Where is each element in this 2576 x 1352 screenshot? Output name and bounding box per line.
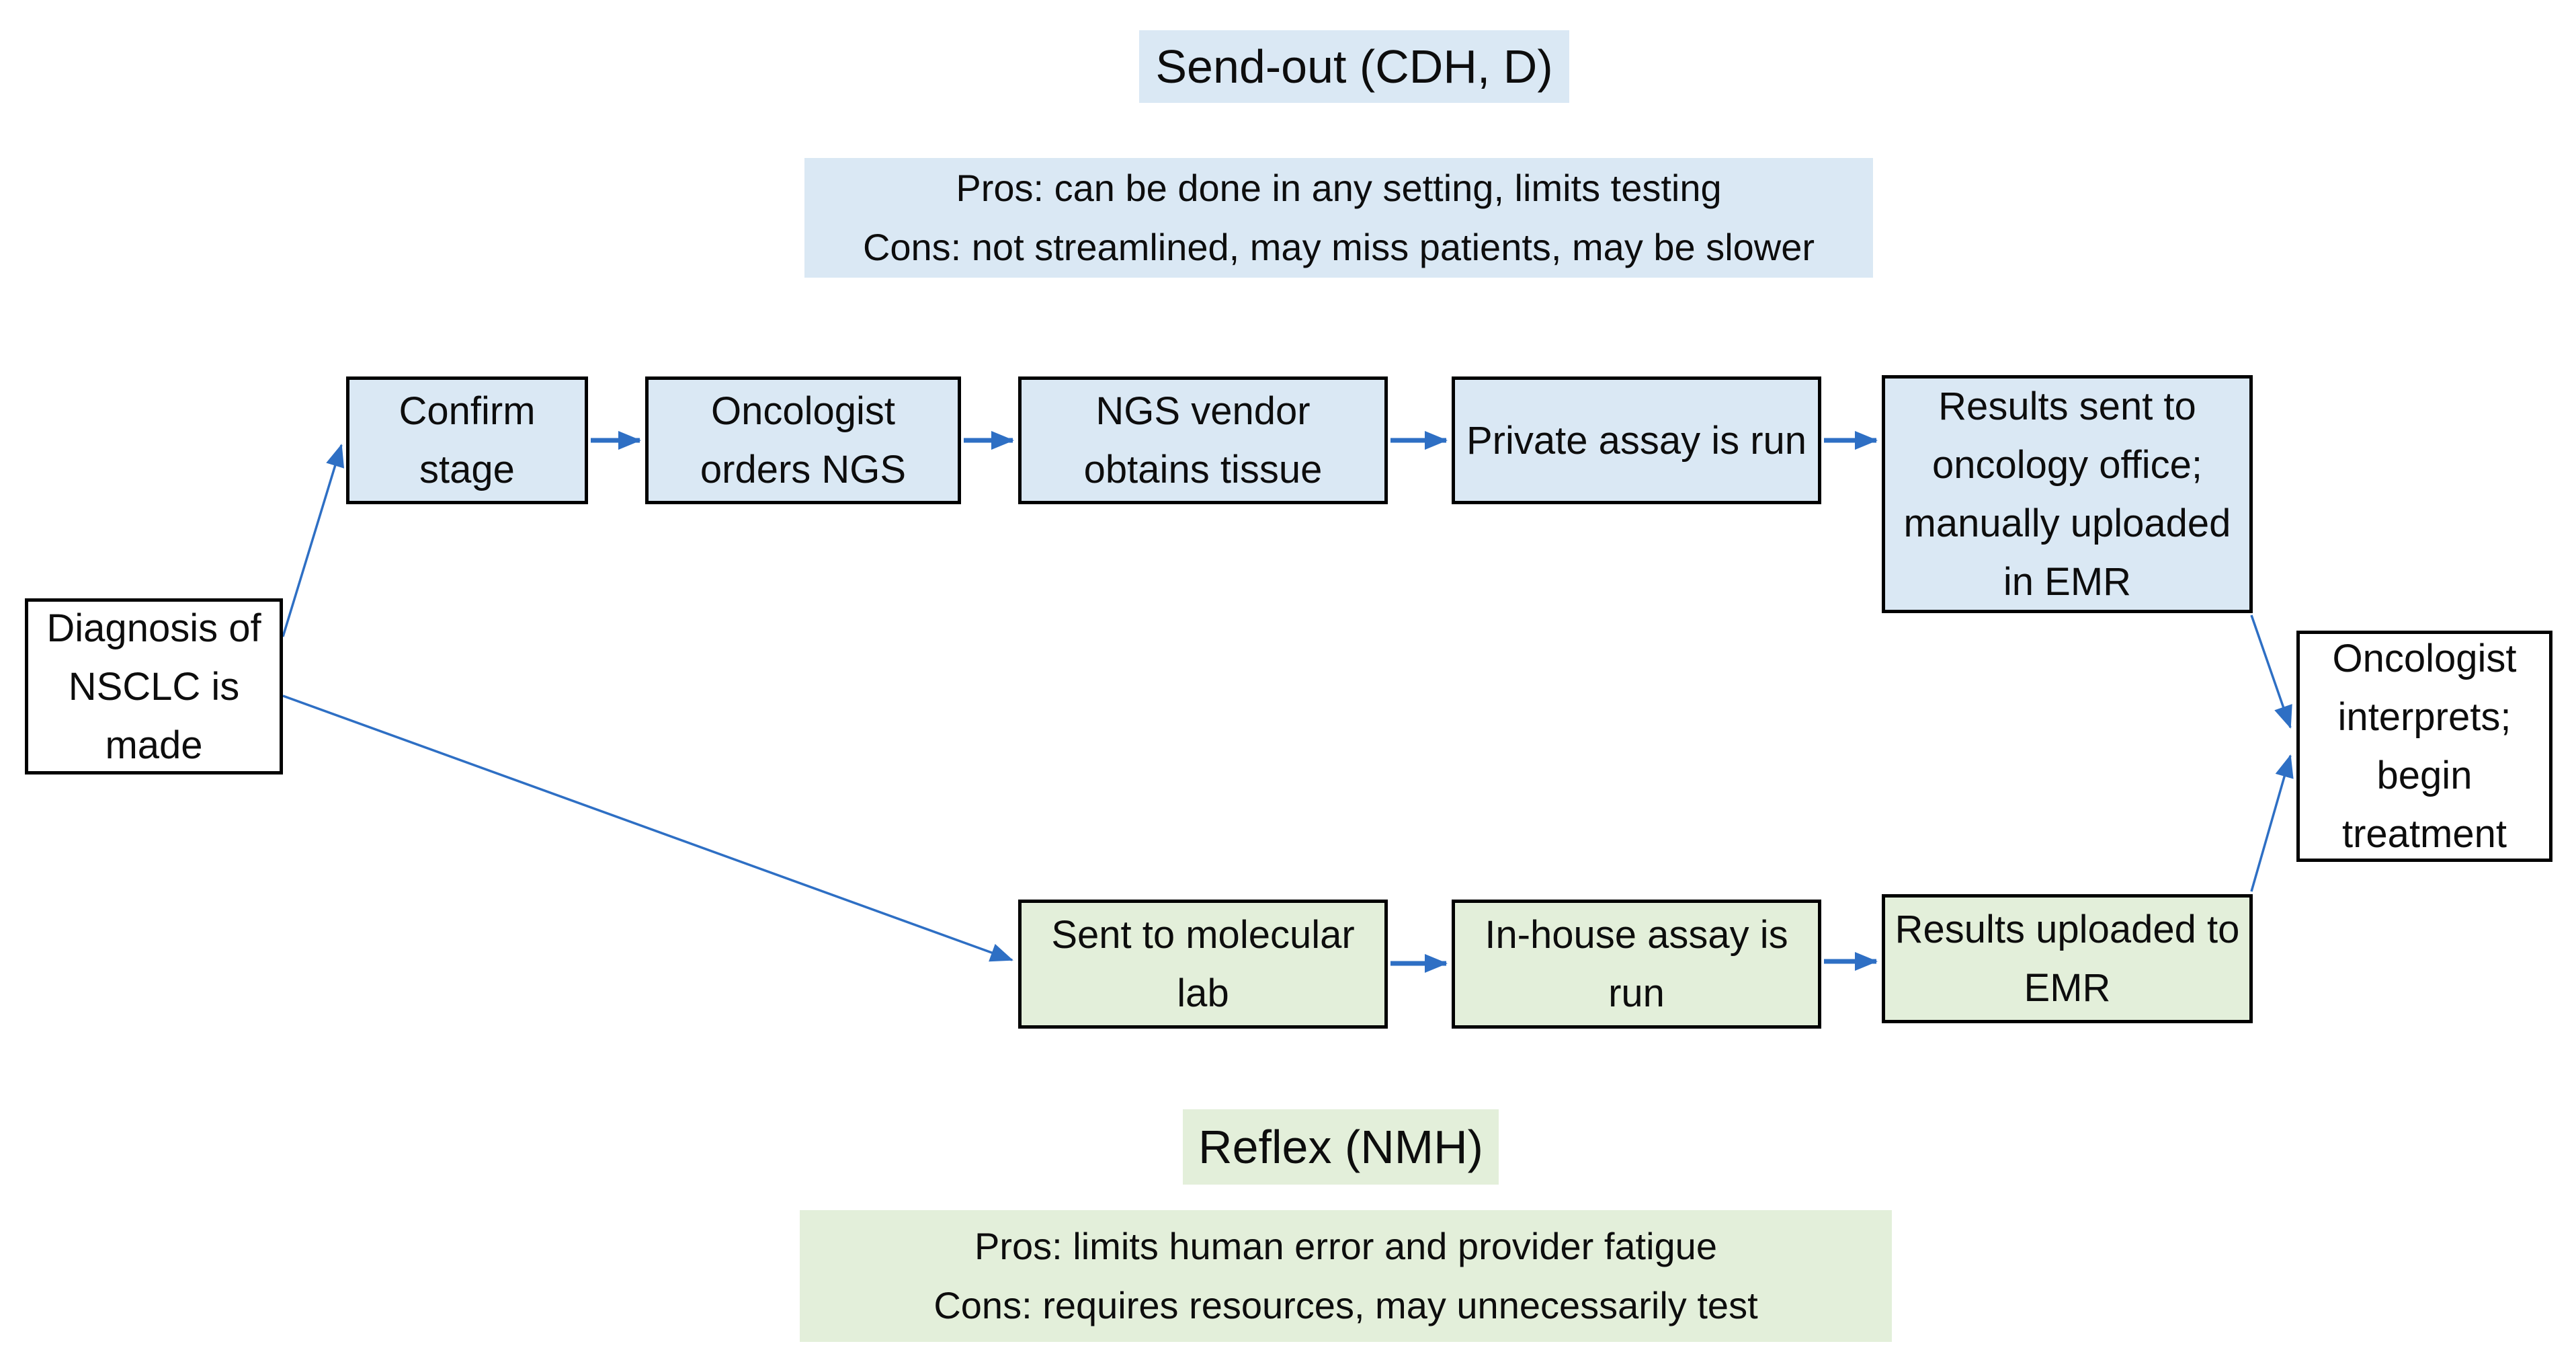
reflex-pros-cons-note: Pros: limits human error and provider fa… [800,1210,1892,1342]
node-results-sent-oncology-office: Results sent to oncology office; manuall… [1882,375,2253,613]
reflex-pros-line: Pros: limits human error and provider fa… [974,1224,1717,1267]
node-results-uploaded-emr: Results uploaded to EMR [1882,894,2253,1023]
reflex-pathway-title: Reflex (NMH) [1183,1109,1499,1185]
node-diagnosis: Diagnosis of NSCLC is made [25,598,283,774]
node-confirm-stage: Confirm stage [346,376,588,504]
arrow-diagnosis-to-confirm-stage [282,444,345,637]
sendout-pros-cons-note: Pros: can be done in any setting, limits… [804,158,1873,278]
node-ngs-vendor-obtains-tissue: NGS vendor obtains tissue [1018,376,1388,504]
sendout-cons-line: Cons: not streamlined, may miss patients… [862,226,1815,268]
arrow-results-uploaded-to-oncologist-interprets [2250,754,2294,892]
node-oncologist-interprets: Oncologist interprets; begin treatment [2296,631,2552,862]
sendout-pros-line: Pros: can be done in any setting, limits… [956,166,1722,209]
sendout-pathway-title: Send-out (CDH, D) [1139,30,1569,103]
node-private-assay-run: Private assay is run [1452,376,1821,504]
node-sent-to-molecular-lab: Sent to molecular lab [1018,900,1388,1029]
node-oncologist-orders-ngs: Oncologist orders NGS [645,376,961,504]
reflex-cons-line: Cons: requires resources, may unnecessar… [933,1284,1758,1326]
node-inhouse-assay-run: In-house assay is run [1452,900,1821,1029]
arrow-results-sent-to-oncologist-interprets [2250,614,2292,729]
arrow-diagnosis-to-sent-molecular [282,694,1013,962]
